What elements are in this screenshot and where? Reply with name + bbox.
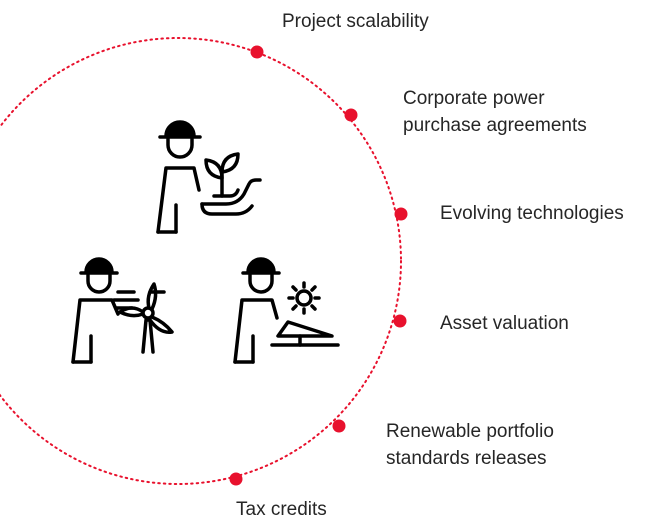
worker-solar-panel-icon xyxy=(233,257,340,364)
worker-plant-icon xyxy=(156,120,262,234)
label-project-scalability: Project scalability xyxy=(282,11,429,32)
marker-dot-evolving-technologies xyxy=(394,207,408,221)
marker-dot-tax-credits xyxy=(229,472,243,486)
label-corporate-ppa: Corporate power purchase agreements xyxy=(403,85,587,139)
label-renewable-portfolio-line-1: Renewable portfolio xyxy=(386,421,554,442)
marker-dot-corporate-ppa xyxy=(344,108,358,122)
label-tax-credits: Tax credits xyxy=(236,499,327,520)
worker-wind-turbine-icon xyxy=(71,257,174,364)
marker-dot-asset-valuation xyxy=(393,314,407,328)
label-renewable-portfolio: Renewable portfolio standards releases xyxy=(386,418,554,472)
label-corporate-ppa-line-1: Corporate power xyxy=(403,88,545,109)
label-renewable-portfolio-line-2: standards releases xyxy=(386,448,547,469)
label-corporate-ppa-line-2: purchase agreements xyxy=(403,115,587,136)
dotted-circle xyxy=(0,37,402,485)
label-asset-valuation: Asset valuation xyxy=(440,313,569,334)
marker-dot-renewable-portfolio xyxy=(332,419,346,433)
marker-dot-project-scalability xyxy=(250,45,264,59)
label-evolving-technologies: Evolving technologies xyxy=(440,203,624,224)
